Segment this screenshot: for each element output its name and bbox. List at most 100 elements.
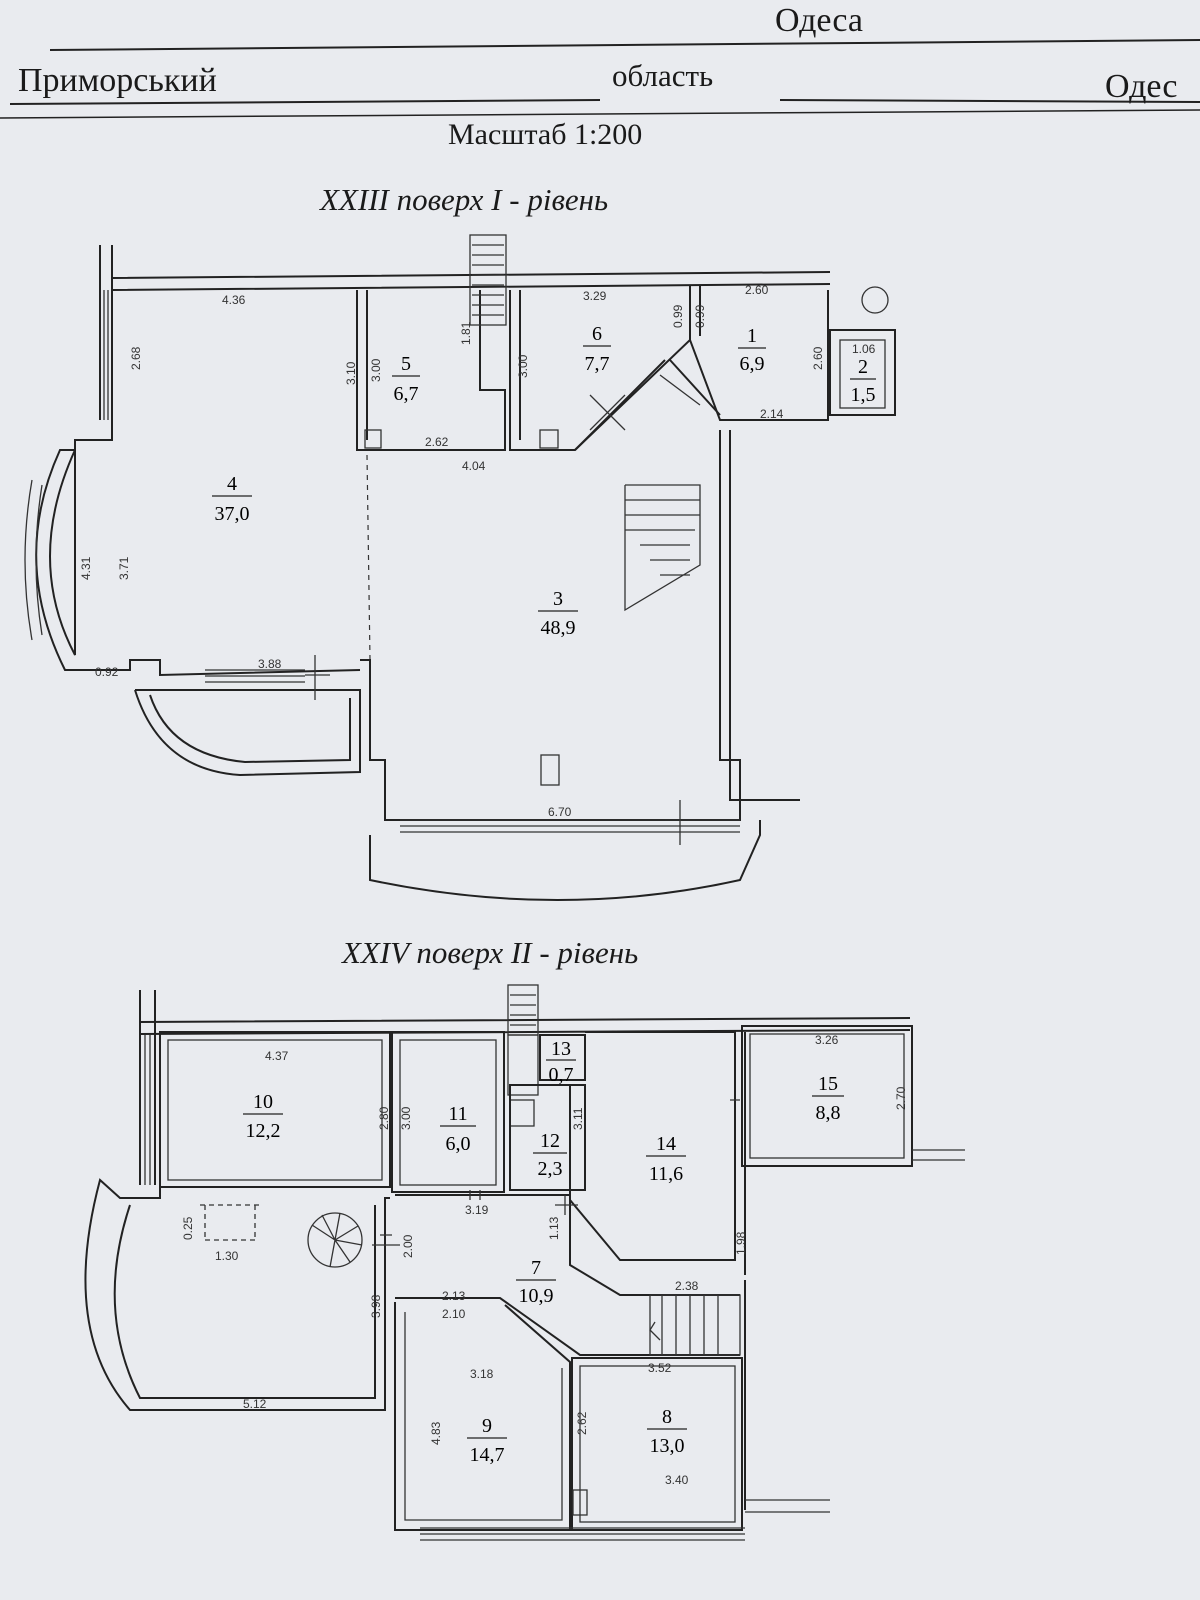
dim-label: 0.92	[95, 665, 119, 679]
dim-label: 1.06	[852, 342, 876, 356]
dim-label: 0.25	[181, 1216, 195, 1240]
dim-label: 3.98	[369, 1294, 383, 1318]
dim-label: 3.40	[665, 1473, 689, 1487]
dim-label: 1.30	[215, 1249, 239, 1263]
dim-label: 1.81	[459, 321, 473, 345]
region-label: область	[612, 58, 714, 93]
room-3: 3 48,9	[538, 588, 578, 639]
plan-title-level-2: XXIV поверх II - рівень	[342, 935, 639, 970]
svg-text:37,0: 37,0	[215, 503, 250, 525]
dim-label: 2.62	[575, 1411, 589, 1435]
dim-label: 3.29	[583, 289, 607, 303]
svg-text:10: 10	[253, 1091, 273, 1113]
dim-label: 3.71	[117, 556, 131, 580]
svg-text:6,9: 6,9	[740, 353, 765, 375]
dim-label: 2.14	[760, 407, 784, 421]
room-10: 10 12,2	[243, 1091, 283, 1142]
plan-title-level-1: XXIII поверх I - рівень	[320, 182, 609, 217]
dim-label: 2.60	[811, 346, 825, 370]
dim-label: 3.18	[470, 1367, 494, 1381]
svg-text:14: 14	[656, 1133, 676, 1155]
dim-label: 3.00	[516, 354, 530, 378]
svg-text:48,9: 48,9	[541, 617, 576, 639]
room-5: 5 6,7	[392, 353, 420, 405]
dim-label: 2.68	[129, 346, 143, 370]
svg-text:2,3: 2,3	[538, 1158, 563, 1180]
room-6: 6 7,7	[583, 323, 611, 375]
dim-label: 3.00	[369, 358, 383, 382]
svg-text:15: 15	[818, 1073, 838, 1095]
wall	[111, 271, 831, 291]
dim-label: 2.80	[377, 1106, 391, 1130]
room-9: 9 14,7	[467, 1415, 507, 1466]
dim-label: 3.00	[399, 1106, 413, 1130]
svg-text:12: 12	[540, 1130, 560, 1152]
dim-label: 2.10	[442, 1307, 466, 1321]
room-4: 4 37,0	[212, 473, 252, 525]
wall	[99, 245, 113, 420]
svg-text:6,7: 6,7	[394, 383, 419, 405]
svg-text:8: 8	[662, 1406, 672, 1428]
svg-text:9: 9	[482, 1415, 492, 1437]
scale-label: Масштаб 1:200	[448, 118, 643, 151]
dim-label: 4.31	[79, 556, 93, 580]
district-field: Приморський	[18, 62, 217, 99]
dim-label: 2.13	[442, 1289, 466, 1303]
room-11: 11 6,0	[440, 1103, 476, 1155]
dim-label: 0.99	[693, 304, 707, 328]
svg-text:0,7: 0,7	[549, 1064, 574, 1086]
dim-label: 1.13	[547, 1216, 561, 1240]
svg-text:12,2: 12,2	[246, 1120, 281, 1142]
room-13: 13 0,7	[546, 1038, 576, 1086]
dim-label: 2.60	[745, 283, 769, 297]
dim-label: 4.83	[429, 1421, 443, 1445]
dim-label: 2.62	[425, 435, 449, 449]
svg-text:6: 6	[592, 323, 602, 345]
dim-label: 3.19	[465, 1203, 489, 1217]
dim-label: 4.37	[265, 1049, 289, 1063]
dim-label: 4.04	[462, 459, 486, 473]
dim-label: 5.12	[243, 1397, 267, 1411]
svg-text:6,0: 6,0	[446, 1133, 471, 1155]
dim-label: 6.70	[548, 805, 572, 819]
svg-text:13,0: 13,0	[650, 1435, 685, 1457]
svg-text:13: 13	[551, 1038, 571, 1060]
dim-label: 0.99	[671, 304, 685, 328]
dim-label: 2.00	[401, 1234, 415, 1258]
room-12: 12 2,3	[533, 1130, 567, 1180]
svg-text:11,6: 11,6	[649, 1163, 683, 1185]
room-2: 2 1,5	[850, 356, 876, 406]
room-15: 15 8,8	[812, 1073, 844, 1124]
room-7: 7 10,9	[516, 1257, 556, 1307]
room-1: 1 6,9	[738, 325, 766, 375]
dim-label: 2.38	[675, 1279, 699, 1293]
svg-text:4: 4	[227, 473, 237, 495]
dim-label: 3.11	[571, 1107, 585, 1130]
header-lines	[0, 39, 1200, 119]
svg-text:1: 1	[747, 325, 757, 347]
dim-label: 2.70	[894, 1086, 908, 1110]
dim-label: 3.88	[258, 657, 282, 671]
dim-label: 3.10	[344, 361, 358, 385]
room-8: 8 13,0	[647, 1406, 687, 1457]
svg-text:2: 2	[858, 356, 868, 378]
room-14: 14 11,6	[646, 1133, 686, 1185]
dim-label: 4.36	[222, 293, 246, 307]
city-field: Одеса	[775, 2, 863, 39]
svg-text:14,7: 14,7	[470, 1444, 505, 1466]
svg-text:3: 3	[553, 588, 563, 610]
svg-text:5: 5	[401, 353, 411, 375]
region-field: Одес	[1105, 68, 1178, 105]
svg-text:7: 7	[531, 1257, 541, 1279]
svg-text:7,7: 7,7	[585, 353, 610, 375]
svg-text:11: 11	[448, 1103, 467, 1125]
svg-text:1,5: 1,5	[851, 384, 876, 406]
dim-label: 1.98	[734, 1231, 748, 1255]
svg-text:10,9: 10,9	[519, 1285, 554, 1307]
dim-label: 3.26	[815, 1033, 839, 1047]
